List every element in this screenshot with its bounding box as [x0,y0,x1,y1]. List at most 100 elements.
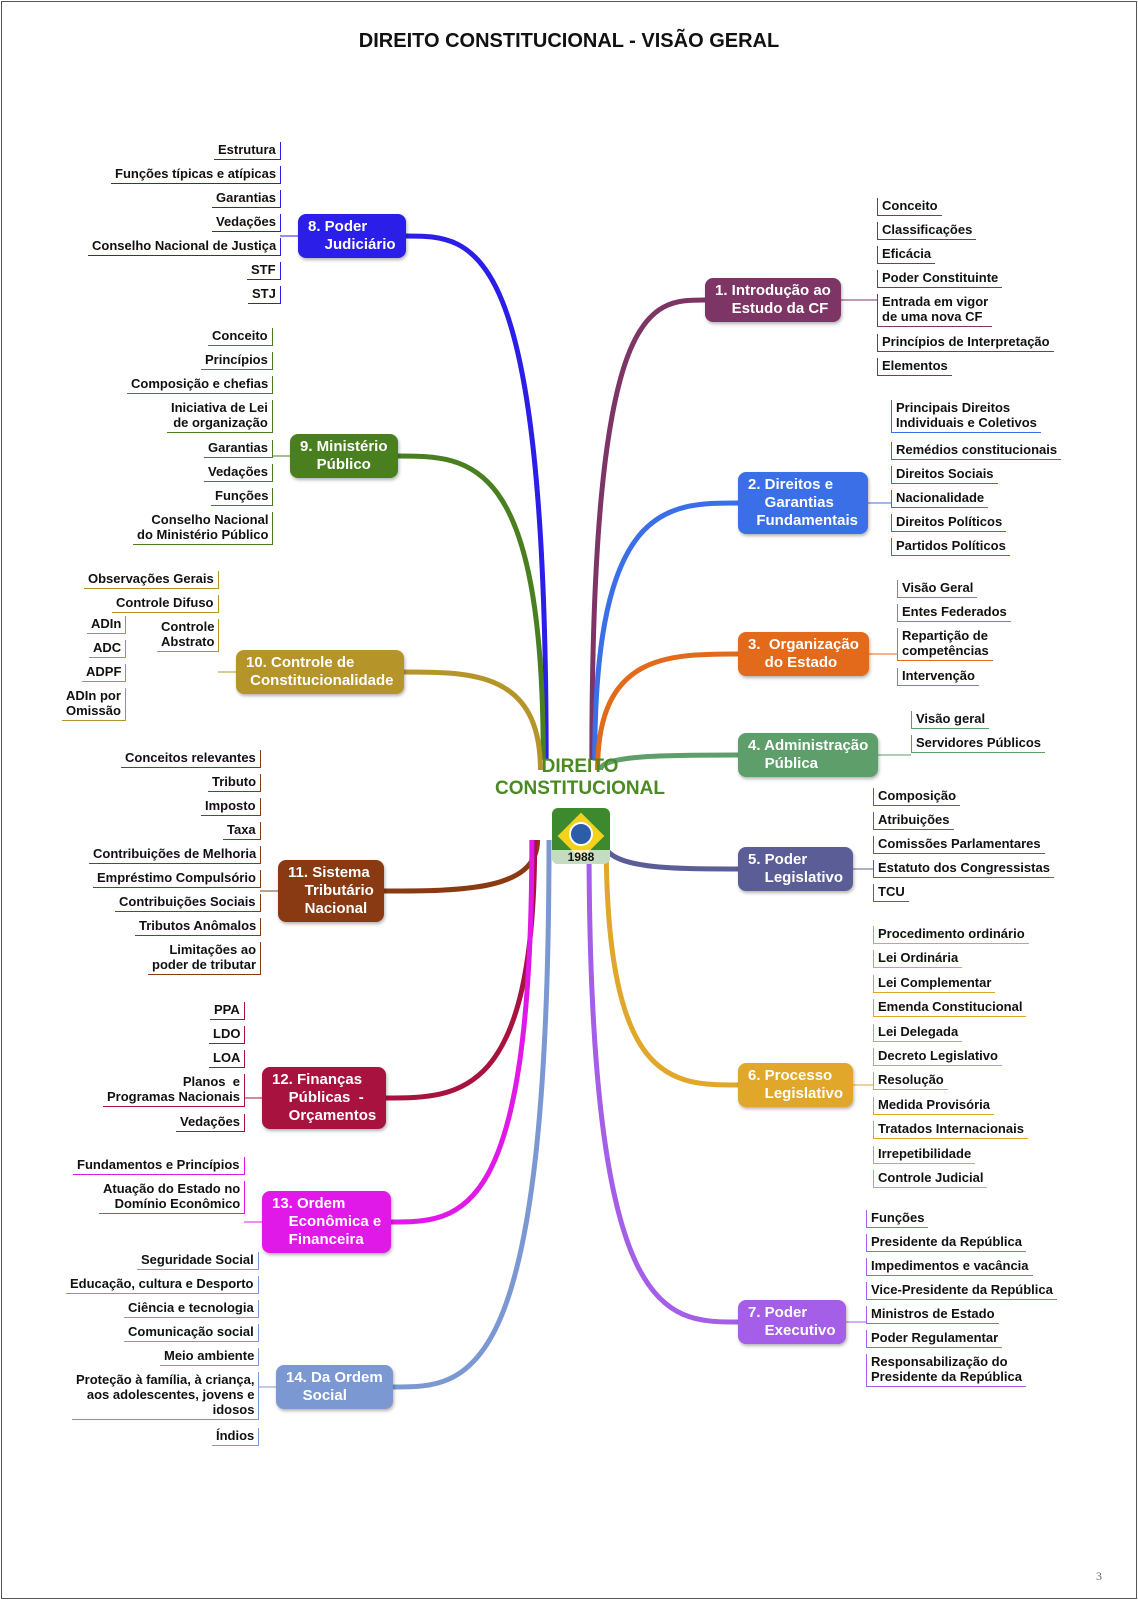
leaf-item[interactable]: Principais Direitos Individuais e Coleti… [891,400,1041,433]
leaf-item[interactable]: Entrada em vigor de uma nova CF [877,294,993,327]
leaf-item[interactable]: Emenda Constitucional [873,999,1027,1018]
leaf-item[interactable]: Composição [873,788,961,806]
leaf-item[interactable]: Vedações [212,214,281,232]
leaf-item[interactable]: Classificações [877,222,977,240]
leaf-item[interactable]: Controle Judicial [873,1170,988,1188]
leaf-item[interactable]: Garantias [204,440,273,458]
sub-leaf-item[interactable]: ADIn por Omissão [62,688,126,721]
leaf-item[interactable]: Irrepetibilidade [873,1145,976,1164]
leaf-item[interactable]: Poder Regulamentar [866,1330,1003,1348]
leaf-item[interactable]: LOA [209,1050,246,1068]
leaf-item[interactable]: Tributo [208,774,262,792]
branch-node-2[interactable]: 2. Direitos e Garantias Fundamentais [738,472,869,534]
branch-node-8[interactable]: 8. Poder Judiciário [298,214,406,258]
leaf-item[interactable]: Lei Complementar [873,974,996,993]
branch-node-4[interactable]: 4. Administração Pública [738,733,879,777]
leaf-item[interactable]: Lei Delegada [873,1023,963,1042]
leaf-item[interactable]: Procedimento ordinário [873,926,1029,944]
leaf-item[interactable]: Educação, cultura e Desporto [66,1276,259,1294]
leaf-item[interactable]: PPA [210,1002,245,1020]
leaf-item[interactable]: Conselho Nacional do Ministério Público [133,512,274,545]
leaf-item[interactable]: Repartição de competências [897,628,993,661]
leaf-item[interactable]: Vedações [176,1114,245,1132]
leaf-item[interactable]: Resolução [873,1072,948,1091]
leaf-item[interactable]: Iniciativa de Lei de organização [167,400,273,433]
leaf-item[interactable]: Fundamentos e Princípios [73,1157,245,1175]
branch-node-10[interactable]: 10. Controle de Constitucionalidade [236,650,404,694]
leaf-item[interactable]: Planos e Programas Nacionais [103,1074,245,1107]
leaf-item[interactable]: Vedações [204,464,273,482]
leaf-item[interactable]: Controle Difuso [112,595,219,613]
leaf-item[interactable]: Atuação do Estado no Domínio Econômico [99,1181,246,1214]
leaf-item[interactable]: Direitos Políticos [891,514,1007,532]
leaf-item[interactable]: Funções [211,488,274,506]
branch-node-6[interactable]: 6. Processo Legislativo [738,1063,854,1107]
leaf-item[interactable]: Ministros de Estado [866,1306,999,1324]
leaf-item[interactable]: Observações Gerais [84,571,219,589]
leaf-item[interactable]: Empréstimo Compulsório [93,870,261,888]
leaf-item[interactable]: Meio ambiente [160,1348,260,1366]
leaf-item[interactable]: Comissões Parlamentares [873,836,1045,854]
leaf-item[interactable]: Comunicação social [124,1324,259,1342]
branch-node-11[interactable]: 11. Sistema Tributário Nacional [278,860,384,922]
branch-node-9[interactable]: 9. Ministério Público [290,434,398,478]
leaf-item[interactable]: Eficácia [877,246,936,264]
leaf-item[interactable]: Taxa [223,822,261,840]
leaf-item[interactable]: Poder Constituinte [877,270,1003,288]
leaf-item[interactable]: Lei Ordinária [873,950,963,969]
leaf-item[interactable]: Atribuições [873,812,954,830]
leaf-item[interactable]: Índios [212,1428,260,1446]
leaf-item[interactable]: Tributos Anômalos [135,918,262,936]
leaf-item[interactable]: Nacionalidade [891,490,989,508]
leaf-item[interactable]: Remédios constitucionais [891,442,1062,460]
leaf-item[interactable]: Estrutura [214,142,281,160]
branch-node-1[interactable]: 1. Introdução ao Estudo da CF [705,278,841,322]
leaf-item[interactable]: Composição e chefias [127,376,274,394]
leaf-item[interactable]: Visão Geral [897,580,978,598]
leaf-item[interactable]: Entes Federados [897,604,1011,622]
leaf-item[interactable]: Proteção à família, à criança, aos adole… [72,1372,260,1420]
leaf-item[interactable]: STF [247,262,281,280]
leaf-item[interactable]: Princípios de Interpretação [877,334,1054,352]
leaf-item[interactable]: Intervenção [897,668,979,686]
branch-node-12[interactable]: 12. Finanças Públicas - Orçamentos [262,1067,387,1129]
leaf-item[interactable]: Visão geral [911,711,990,729]
leaf-item[interactable]: Vice-Presidente da República [866,1282,1057,1300]
sub-leaf-item[interactable]: ADPF [82,664,127,682]
leaf-item[interactable]: Limitações ao poder de tributar [148,942,262,975]
leaf-item[interactable]: LDO [209,1026,246,1044]
leaf-item[interactable]: Contribuições de Melhoria [89,846,262,864]
leaf-item[interactable]: Seguridade Social [137,1252,259,1270]
leaf-item[interactable]: Princípios [201,352,273,370]
leaf-item[interactable]: Contribuições Sociais [115,894,261,912]
branch-node-7[interactable]: 7. Poder Executivo [738,1300,846,1344]
leaf-item[interactable]: Responsabilização do Presidente da Repúb… [866,1354,1026,1387]
leaf-item[interactable]: Partidos Políticos [891,538,1010,556]
leaf-item[interactable]: Medida Provisória [873,1096,994,1115]
leaf-item[interactable]: Funções típicas e atípicas [111,166,282,184]
leaf-item[interactable]: Estatuto dos Congressistas [873,860,1054,878]
leaf-item[interactable]: Impedimentos e vacância [866,1258,1033,1276]
leaf-item[interactable]: Ciência e tecnologia [124,1300,259,1318]
leaf-item[interactable]: Presidente da República [866,1234,1026,1252]
leaf-item[interactable]: STJ [248,286,281,304]
branch-node-13[interactable]: 13. Ordem Econômica e Financeira [262,1191,392,1253]
leaf-item[interactable]: Imposto [201,798,261,816]
branch-node-5[interactable]: 5. Poder Legislativo [738,847,854,891]
leaf-item[interactable]: Controle Abstrato [157,619,220,652]
leaf-item[interactable]: TCU [873,884,909,902]
leaf-item[interactable]: Conceito [208,328,273,346]
branch-node-3[interactable]: 3. Organização do Estado [738,632,869,676]
leaf-item[interactable]: Servidores Públicos [911,735,1045,753]
leaf-item[interactable]: Decreto Legislativo [873,1048,1002,1066]
leaf-item[interactable]: Conceito [877,198,942,216]
leaf-item[interactable]: Conceitos relevantes [121,750,261,768]
sub-leaf-item[interactable]: ADIn [87,616,127,634]
leaf-item[interactable]: Elementos [877,358,952,376]
leaf-item[interactable]: Garantias [212,190,281,208]
leaf-item[interactable]: Conselho Nacional de Justiça [88,238,282,256]
leaf-item[interactable]: Direitos Sociais [891,466,998,484]
sub-leaf-item[interactable]: ADC [89,640,127,658]
leaf-item[interactable]: Tratados Internacionais [873,1121,1028,1140]
branch-node-14[interactable]: 14. Da Ordem Social [276,1365,393,1409]
